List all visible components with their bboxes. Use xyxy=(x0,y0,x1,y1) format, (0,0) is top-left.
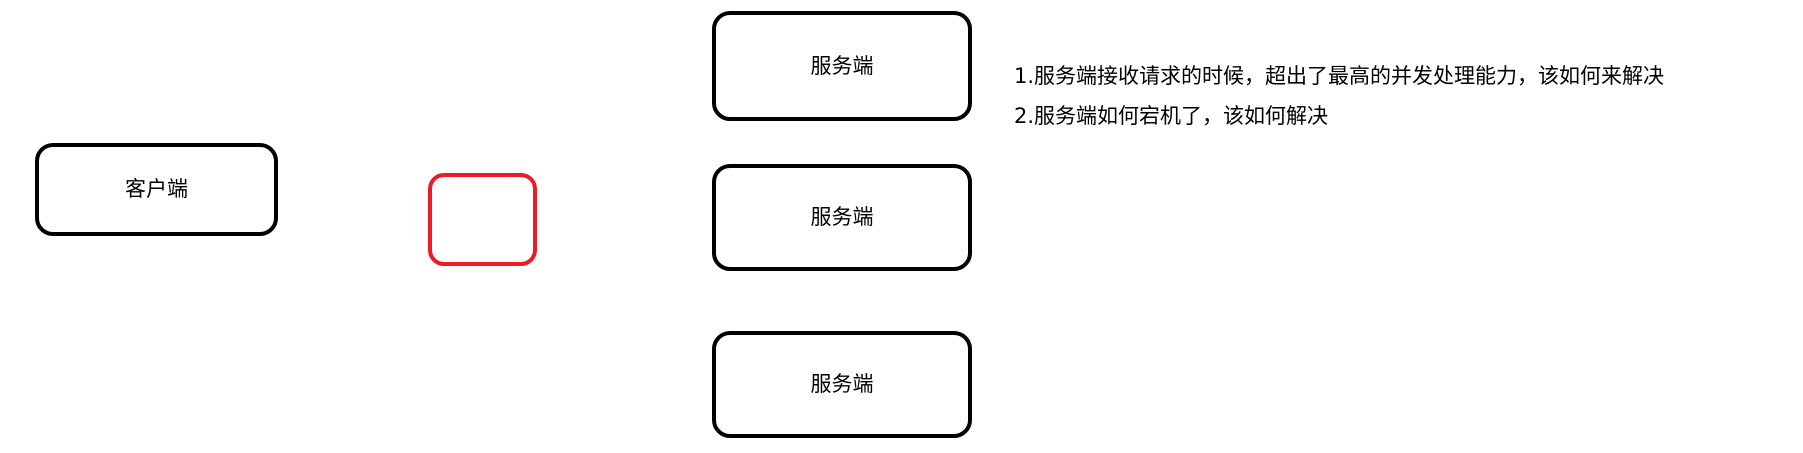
server-node-2-label: 服务端 xyxy=(810,205,874,229)
notes-block: 1.服务端接收请求的时候，超出了最高的并发处理能力，该如何来解决 2.服务端如何… xyxy=(1014,56,1794,136)
server-node-1[interactable]: 服务端 xyxy=(712,11,972,121)
server-node-3-label: 服务端 xyxy=(810,372,874,396)
placeholder-node-red[interactable] xyxy=(428,173,537,266)
client-node[interactable]: 客户端 xyxy=(35,143,278,236)
server-node-1-label: 服务端 xyxy=(810,53,874,78)
client-node-label: 客户端 xyxy=(125,177,188,201)
note-line-1: 1.服务端接收请求的时候，超出了最高的并发处理能力，该如何来解决 xyxy=(1014,64,1665,88)
server-node-3[interactable]: 服务端 xyxy=(712,331,972,438)
server-node-2[interactable]: 服务端 xyxy=(712,164,972,271)
note-line-2: 2.服务端如何宕机了，该如何解决 xyxy=(1014,104,1329,128)
